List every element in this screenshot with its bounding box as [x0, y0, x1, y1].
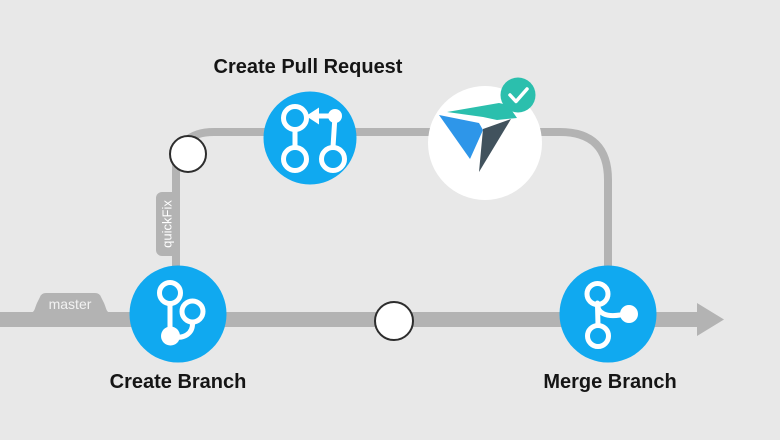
feature-branch-line	[172, 128, 612, 285]
merge-branch-label: Merge Branch	[543, 371, 677, 393]
node-circle	[129, 265, 227, 363]
git-branch-icon	[157, 280, 206, 346]
master-commit-dot	[374, 301, 414, 341]
node-create-pull-request	[263, 91, 357, 185]
node-ci-status	[428, 77, 542, 200]
node-merge-branch	[559, 265, 657, 363]
check-badge	[500, 77, 536, 113]
branch-commit-dot	[169, 135, 207, 173]
create-pull-request-label: Create Pull Request	[213, 56, 403, 78]
check-icon	[508, 87, 529, 104]
git-merge-icon	[584, 281, 638, 349]
git-pull-request-icon	[281, 104, 347, 173]
triangle-paper-plane-logo-icon	[439, 103, 517, 172]
create-branch-label: Create Branch	[109, 371, 247, 393]
node-circle	[263, 91, 357, 185]
master-arrowhead-icon	[697, 303, 724, 336]
node-create-branch	[129, 265, 227, 363]
quickfix-tag-label: quickFix	[159, 200, 175, 248]
master-tag-shape	[28, 293, 113, 313]
quickfix-tag-shape	[156, 192, 179, 256]
master-tag-label: master	[48, 296, 92, 312]
